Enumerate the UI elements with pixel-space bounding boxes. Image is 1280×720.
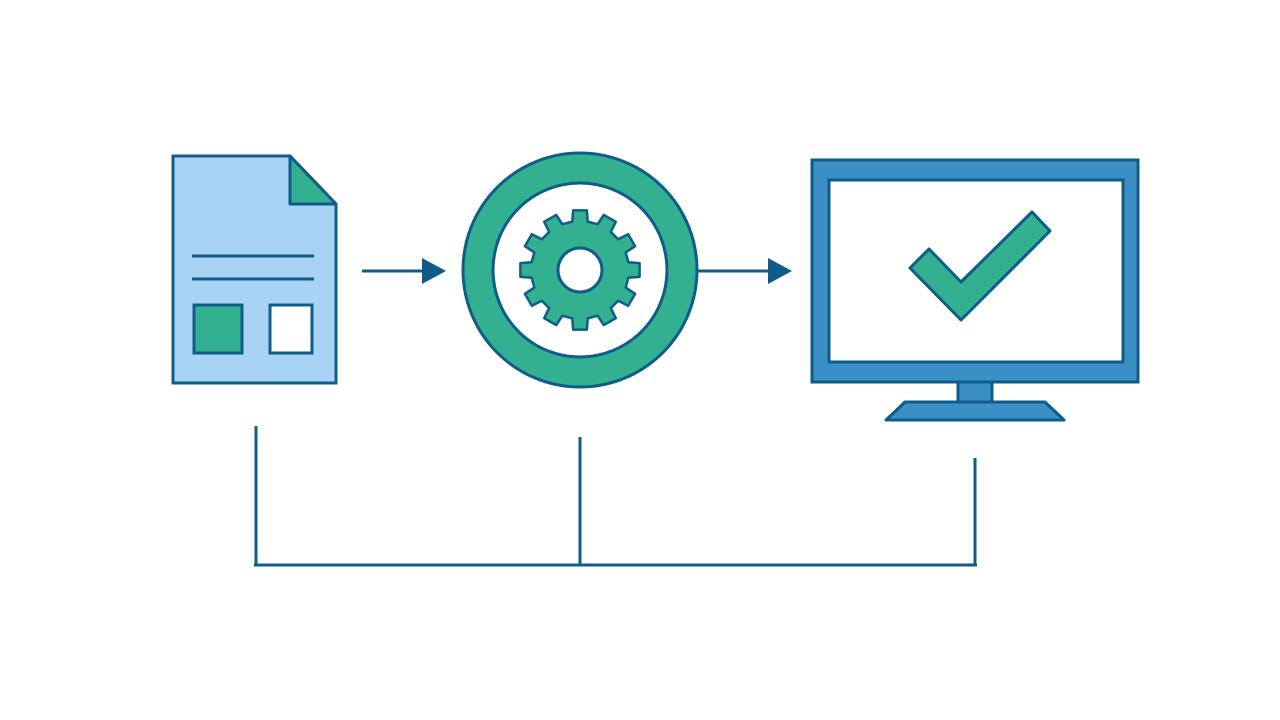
monitor-neck: [956, 380, 994, 404]
arrow-document-to-process: [362, 258, 446, 284]
connector-bracket: [254, 426, 977, 567]
check-icon: [908, 210, 1052, 322]
document-fold: [288, 154, 338, 206]
document-icon: [171, 154, 338, 385]
monitor-base: [884, 400, 1066, 422]
document-image-block: [192, 303, 244, 355]
monitor-check-icon: [810, 158, 1140, 422]
gear-hole: [556, 246, 604, 294]
document-empty-block: [268, 303, 314, 355]
arrow-process-to-monitor: [697, 258, 792, 284]
gear-ring-icon: [461, 151, 699, 389]
